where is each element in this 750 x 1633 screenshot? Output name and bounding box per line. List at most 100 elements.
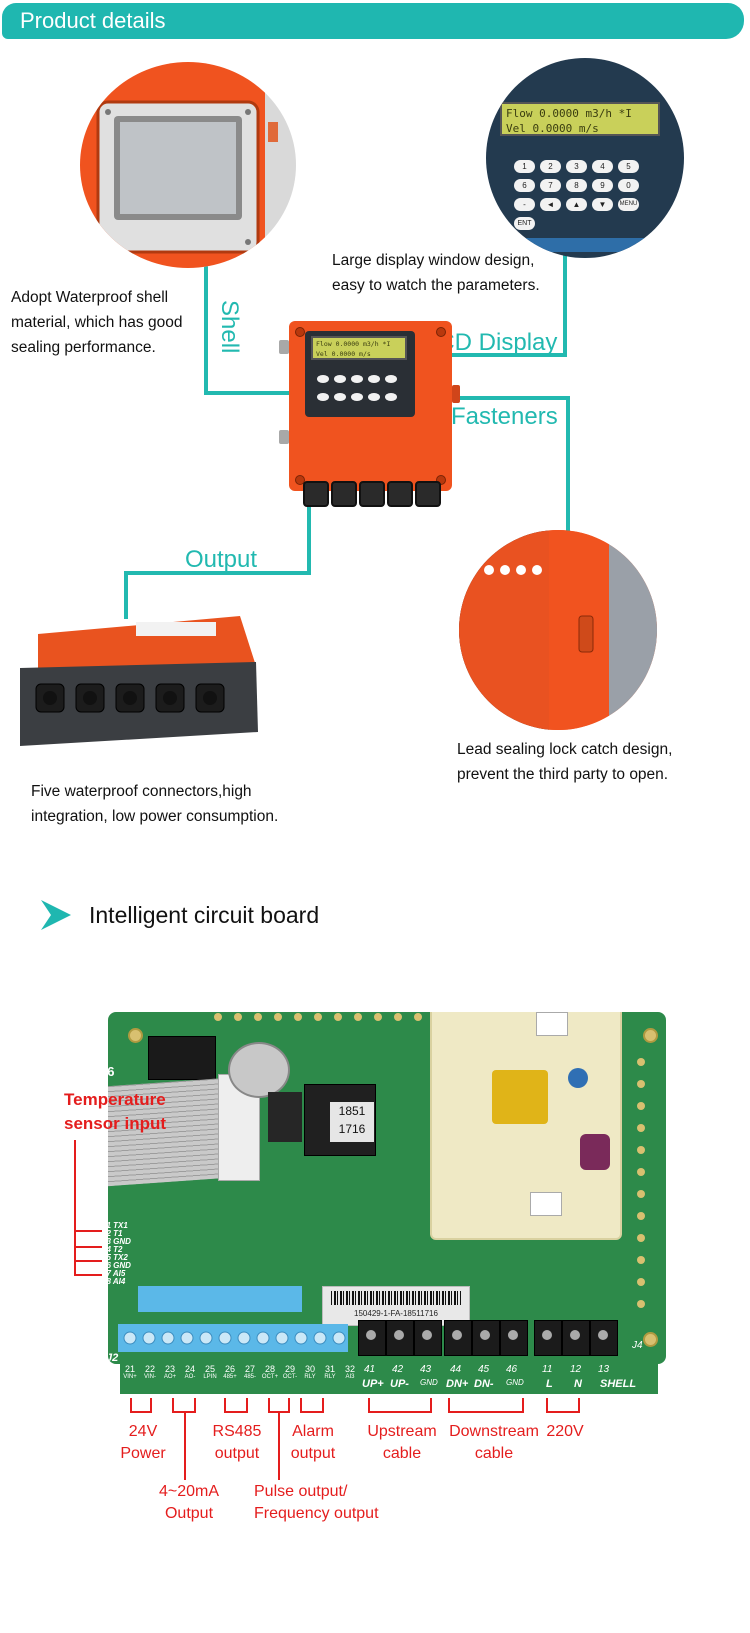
screw-icon: [436, 327, 446, 337]
hinge-icon: [279, 340, 289, 354]
annotation-line: [578, 1398, 580, 1412]
annotation-line: [546, 1398, 548, 1412]
annotation-line: [300, 1411, 324, 1413]
keypad-key: 2: [540, 160, 561, 173]
mounting-hole: [643, 1332, 658, 1347]
annotation-line: [130, 1398, 132, 1412]
mounting-hole: [643, 1028, 658, 1043]
j2-name-row: VIN+ VIN- AO+ AO- LPIN 485+ 485- OCT+ OC…: [120, 1374, 360, 1380]
circuit-board-image: J6 1851 1716 150429-1-FA-18511716 51 TX1…: [108, 1012, 666, 1364]
annotation-line: [74, 1230, 102, 1232]
lock-closeup-image: [459, 530, 657, 730]
power-connector: [530, 1192, 562, 1216]
device-lcd-line2: Vel 0.0000 m/s: [316, 350, 371, 358]
shell-closeup-image: [80, 62, 296, 268]
screw-icon: [295, 327, 305, 337]
chip-label: 1851 1716: [330, 1102, 374, 1142]
j2-pin-name: AI3: [345, 1374, 355, 1380]
lcd-closeup-screen: Flow 0.0000 m3/h *I Vel 0.0000 m/s: [500, 102, 660, 136]
screw-terminal: [386, 1320, 414, 1356]
annotation-line: [74, 1140, 76, 1275]
side-pin-label: 56 GND: [108, 1261, 131, 1270]
lcd-closeup-line2: Vel 0.0000 m/s: [506, 122, 599, 135]
keypad-key: 8: [566, 179, 587, 192]
j2-pin-name: OCT+: [261, 1374, 279, 1380]
power-pin-number: 44: [450, 1364, 462, 1375]
power-pin-name: DN-: [474, 1378, 494, 1390]
fasteners-description: Lead sealing lock catch design, prevent …: [457, 741, 673, 783]
j2-label: J2: [108, 1352, 119, 1364]
annotation-line: [430, 1398, 432, 1412]
keypad: 1 2 3 4 5 6 7 8 9 0 - ◄ ▲ ▼ MENU ENT: [514, 160, 664, 230]
power-name-row: UP+ UP- GND DN+ DN- GND L N SHELL: [360, 1378, 658, 1392]
keypad-key: ◄: [540, 198, 561, 211]
power-pin-name: N: [574, 1378, 582, 1390]
shell-label: Shell: [216, 300, 243, 354]
circuit-board-title: Intelligent circuit board: [89, 902, 320, 928]
header-pins: [208, 1012, 438, 1022]
output-callout-line: [124, 571, 311, 575]
power-pin-number: 43: [420, 1364, 432, 1375]
keypad-key: 1: [514, 160, 535, 173]
keypad-key: 6: [514, 179, 535, 192]
keypad-key: ENT: [514, 217, 535, 230]
cable-gland-icon: [415, 481, 441, 507]
screw-terminal: [444, 1320, 472, 1356]
j2-pin-name: 485-: [243, 1374, 256, 1380]
section-header-title: Product details: [20, 8, 166, 33]
upstream-annotation: Upstream cable: [367, 1423, 437, 1462]
cable-gland-icon: [303, 481, 329, 507]
power-pin-name: GND: [506, 1378, 524, 1387]
lcd-description: Large display window design, easy to wat…: [332, 252, 540, 294]
side-pins: [633, 1052, 649, 1312]
side-pin-label: 58 AI4: [108, 1277, 126, 1286]
power-pin-number: 42: [392, 1364, 404, 1375]
annotation-line: [184, 1412, 186, 1480]
alarm-annotation: Alarm output: [290, 1423, 336, 1462]
screw-icon: [295, 475, 305, 485]
power-pin-name: L: [546, 1378, 553, 1390]
j2-number-row: 21 22 23 24 25 26 27 28 29 30 31 32: [120, 1364, 360, 1374]
j2-pin-name: AO-: [184, 1374, 196, 1380]
side-pin-label: 54 T2: [108, 1245, 123, 1254]
lock-catch-icon: [452, 385, 460, 403]
keypad-key: 3: [566, 160, 587, 173]
battery: [228, 1042, 290, 1098]
device-lcd-line1: Flow 0.0000 m3/h *I: [316, 340, 391, 348]
annotation-line: [300, 1398, 302, 1412]
pulse-annotation: Pulse output/ Frequency output: [254, 1483, 379, 1522]
hinge-icon: [279, 430, 289, 444]
side-pin-label: 53 GND: [108, 1237, 131, 1246]
screw-terminal: [590, 1320, 618, 1356]
j2-pin-number: 21: [124, 1364, 135, 1374]
annotation-line: [74, 1274, 102, 1276]
barcode-label: 150429-1-FA-18511716: [322, 1286, 470, 1326]
power-pin-number: 45: [478, 1364, 490, 1375]
power-pin-number: 11: [542, 1364, 553, 1375]
j2-pin-number: 25: [204, 1364, 215, 1374]
power-pin-number: 13: [598, 1364, 610, 1375]
j2-pin-number: 29: [284, 1364, 295, 1374]
j2-pin-name: 485+: [223, 1374, 237, 1380]
power-pin-labels: 41 42 43 44 45 46 11 12 13 UP+ UP- GND D…: [360, 1364, 658, 1394]
j2-pin-name: OCT-: [282, 1374, 298, 1380]
shell-callout-line: [204, 391, 290, 395]
device-lcd: Flow 0.0000 m3/h *I Vel 0.0000 m/s: [311, 336, 407, 360]
j2-pin-name: LPIN: [203, 1374, 217, 1380]
keypad-key: ▼: [592, 198, 613, 211]
temperature-annotation: Temperature sensor input: [64, 1090, 167, 1133]
annotation-line: [172, 1398, 174, 1412]
annotation-line: [194, 1398, 196, 1412]
device-keypad: [317, 375, 397, 401]
power-pin-number: 41: [364, 1364, 376, 1375]
flowmeter-device: Flow 0.0000 m3/h *I Vel 0.0000 m/s: [289, 321, 452, 507]
j2-pin-name: AO+: [163, 1374, 177, 1380]
barcode: [331, 1291, 461, 1305]
annotation-line: [522, 1398, 524, 1412]
shell-callout-line: [204, 262, 208, 394]
annotation-line: [224, 1411, 248, 1413]
lcd-callout-line: [402, 353, 567, 357]
screw-terminal: [414, 1320, 442, 1356]
terminal-block-j2: [118, 1324, 348, 1352]
screw-terminal: [472, 1320, 500, 1356]
